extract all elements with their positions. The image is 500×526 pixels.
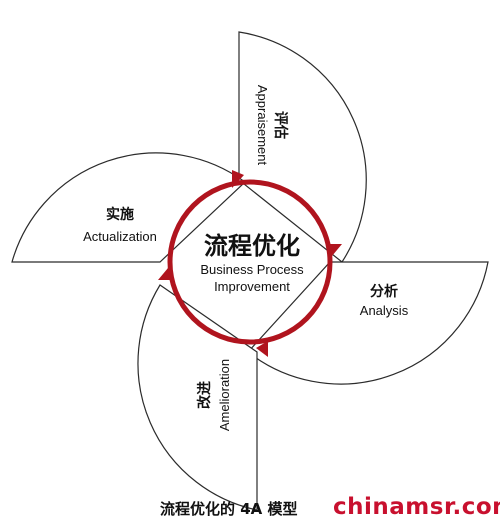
cycle-ring xyxy=(167,179,333,345)
label-actualization-cn: 实施 xyxy=(106,206,134,223)
label-appraisement-en: Appraisement xyxy=(255,85,270,166)
cycle-arrow-bottom xyxy=(256,341,268,357)
label-appraisement-cn: 评估 xyxy=(272,111,289,139)
center-subtitle-line1: Business Process xyxy=(200,262,304,277)
cycle-arrow-left xyxy=(158,268,174,280)
petal-analysis xyxy=(247,261,489,385)
watermark-text: chinamsr.com xyxy=(333,494,500,520)
label-actualization-en: Actualization xyxy=(83,229,157,244)
center-title: 流程优化 xyxy=(204,232,300,260)
petal-appraisement xyxy=(238,31,367,263)
petal-actualization xyxy=(11,152,246,263)
center-subtitle-line2: Improvement xyxy=(214,279,290,294)
cycle-arrow-right xyxy=(326,244,342,256)
label-analysis-en: Analysis xyxy=(360,303,409,318)
label-amelioration-cn: 改进 xyxy=(196,381,213,409)
cycle-arrow-top xyxy=(232,170,244,188)
label-analysis-cn: 分析 xyxy=(370,283,398,300)
diagram-caption: 流程优化的 4A 模型 xyxy=(160,500,298,518)
label-amelioration: 改进 Amelioration xyxy=(196,359,232,431)
label-appraisement: 评估 Appraisement xyxy=(255,85,289,166)
label-amelioration-en: Amelioration xyxy=(217,359,232,431)
